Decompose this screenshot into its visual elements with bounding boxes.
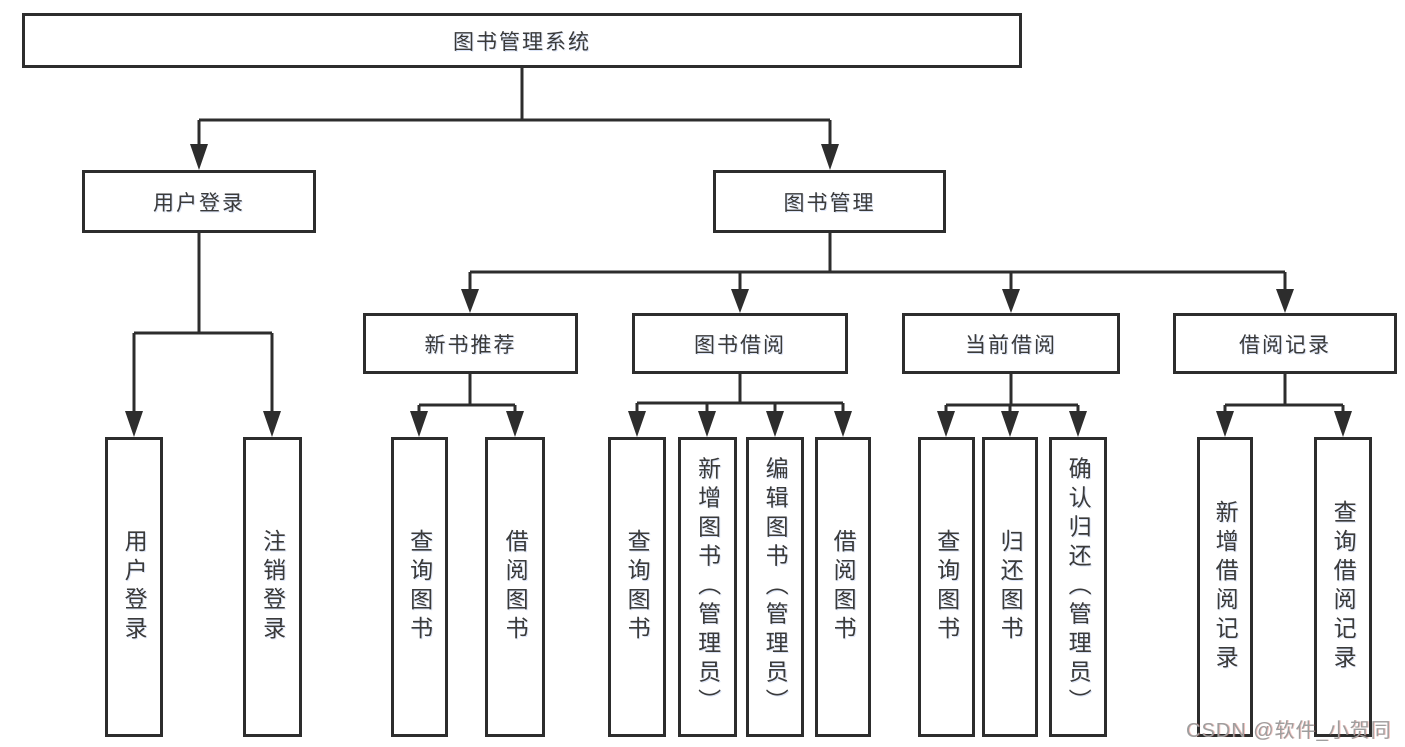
leaf-query-books-current: 查询图书: [918, 437, 975, 737]
leaf-label: 查询图书: [406, 529, 433, 645]
connector-book-borrow: [635, 374, 845, 413]
leaf-label: 编辑图书（管理员）: [762, 456, 789, 718]
arrowheads-root: [190, 144, 839, 170]
root-box: 图书管理系统: [22, 13, 1022, 68]
current-borrow-box: 当前借阅: [902, 313, 1120, 374]
leaf-label: 借阅图书: [502, 529, 529, 645]
leaf-add-books-admin: 新增图书（管理员）: [678, 437, 737, 737]
book-borrow-box: 图书借阅: [632, 313, 848, 374]
leaf-query-books-borrow: 查询图书: [608, 437, 666, 737]
leaf-logout: 注销登录: [243, 437, 302, 737]
arrowheads-book-mgmt: [461, 289, 1294, 313]
leaf-add-borrow-record: 新增借阅记录: [1197, 437, 1253, 737]
csdn-watermark: CSDN @软件_小贺同学: [1186, 720, 1392, 742]
connector-book-mgmt: [468, 233, 1287, 291]
leaf-query-borrow-record: 查询借阅记录: [1314, 437, 1372, 737]
borrow-record-box: 借阅记录: [1173, 313, 1397, 374]
connector-new-book: [417, 374, 517, 413]
arrowheads-new-book: [410, 411, 524, 437]
leaf-label: 注销登录: [259, 529, 286, 645]
arrowheads-book-borrow: [628, 411, 852, 437]
book-management-box: 图书管理: [713, 170, 946, 233]
leaf-label: 新增借阅记录: [1212, 500, 1239, 674]
leaf-edit-books-admin: 编辑图书（管理员）: [746, 437, 804, 737]
user-login-box: 用户登录: [82, 170, 316, 233]
leaf-label: 查询借阅记录: [1330, 500, 1357, 674]
arrowheads-user-login: [125, 411, 281, 437]
leaf-label: 确认归还（管理员）: [1065, 456, 1092, 718]
leaf-label: 用户登录: [121, 529, 148, 645]
connector-current-borrow: [944, 374, 1080, 413]
arrowheads-borrow-record: [1216, 411, 1352, 437]
leaf-label: 查询图书: [624, 529, 651, 645]
new-book-recommend-box: 新书推荐: [363, 313, 578, 374]
connector-root: [197, 68, 832, 146]
leaf-label: 借阅图书: [830, 529, 857, 645]
leaf-label: 查询图书: [933, 529, 960, 645]
leaf-return-books: 归还图书: [982, 437, 1038, 737]
leaf-label: 新增图书（管理员）: [694, 456, 721, 718]
arrowheads-current-borrow: [937, 411, 1087, 437]
leaf-borrow-books-recommend: 借阅图书: [485, 437, 545, 737]
leaf-borrow-books: 借阅图书: [815, 437, 871, 737]
connector-borrow-record: [1223, 374, 1345, 413]
leaf-label: 归还图书: [997, 529, 1024, 645]
leaf-user-login: 用户登录: [105, 437, 163, 737]
leaf-confirm-return-admin: 确认归还（管理员）: [1049, 437, 1107, 737]
connector-user-login: [132, 233, 274, 413]
leaf-query-books-recommend: 查询图书: [391, 437, 448, 737]
